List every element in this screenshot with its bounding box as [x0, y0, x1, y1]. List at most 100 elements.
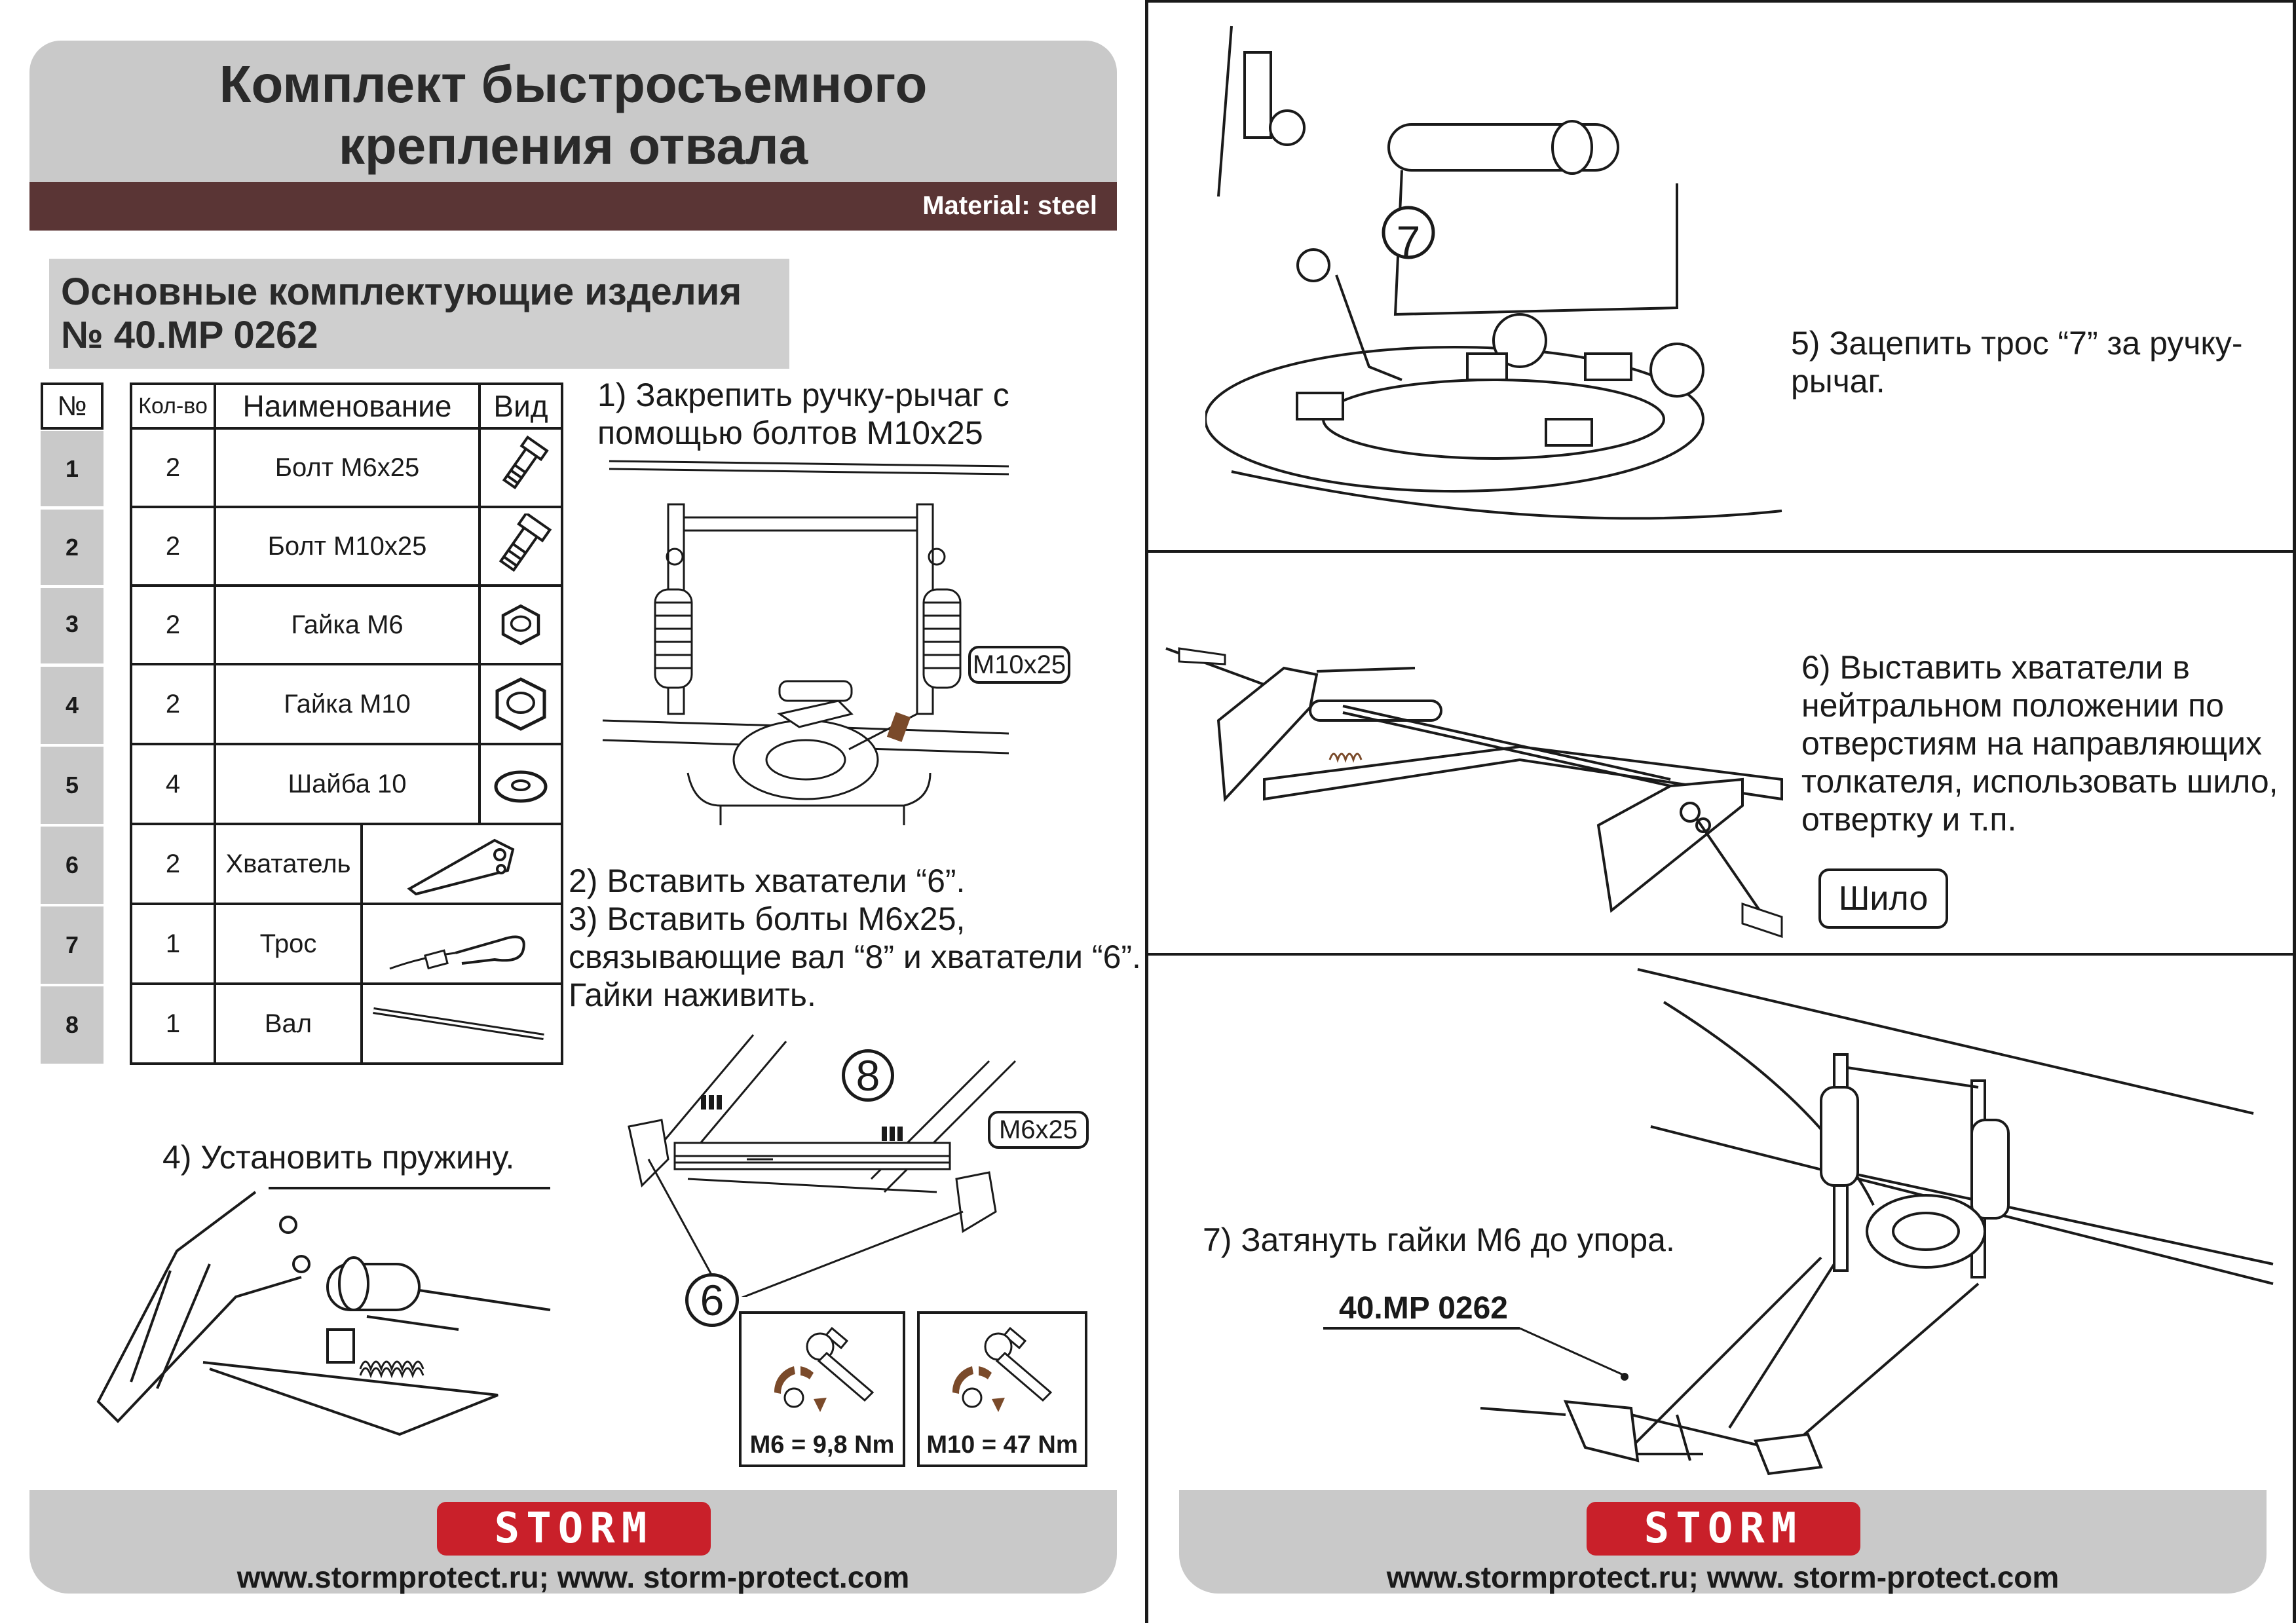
callout-part-8: 8: [842, 1049, 894, 1102]
torque-m10-label: М10 = 47 Nm: [926, 1431, 1078, 1459]
row-view-7: [360, 903, 563, 985]
row-qty-1: 2: [130, 427, 216, 508]
parts-title-line-2: № 40.MP 0262: [61, 314, 318, 356]
row-num-7: 7: [41, 906, 104, 984]
row-qty-5: 4: [130, 743, 216, 825]
right-divider-2: [1145, 953, 2296, 956]
row-num-6: 6: [41, 827, 104, 904]
parts-section-header: Основные комплектующие изделия № 40.MP 0…: [49, 259, 789, 369]
callout-awl: Шило: [1818, 868, 1948, 929]
step-5-text: 5) Зацепить трос “7” за ручку- рычаг.: [1791, 324, 2243, 400]
callout-part-7: 7: [1396, 217, 1421, 265]
wrench-icon: [774, 1326, 875, 1412]
step-5-line-1: 5) Зацепить трос “7” за ручку-: [1791, 325, 2243, 362]
step-3-line-3: Гайки наживить.: [569, 977, 816, 1013]
step-6-illustration: [1165, 647, 1783, 939]
row-view-2: [478, 506, 563, 587]
step-3-line-1: 3) Вставить болты М6х25,: [569, 901, 966, 937]
storm-logo: STORM: [1587, 1502, 1860, 1556]
step-3-text: 3) Вставить болты М6х25, связывающие вал…: [569, 900, 1141, 1014]
step-5-illustration: [1205, 26, 1782, 520]
row-num-4: 4: [41, 667, 104, 744]
footer-right: STORM www.stormprotect.ru; www. storm-pr…: [1179, 1490, 2267, 1594]
storm-logo: STORM: [437, 1502, 711, 1556]
nut-large-icon: [495, 677, 546, 731]
row-qty-8: 1: [130, 982, 216, 1065]
part-number-leader: [1323, 1327, 1628, 1381]
footer-urls: www.stormprotect.ru; www. storm-protect.…: [1386, 1560, 2060, 1594]
step-3-line-2: связывающие вал “8” и хвататели “6”.: [569, 939, 1141, 975]
torque-box-m10: М10 = 47 Nm: [917, 1311, 1087, 1467]
row-view-3: [478, 584, 563, 665]
torque-m6-label: М6 = 9,8 Nm: [749, 1431, 895, 1459]
row-qty-4: 2: [130, 663, 216, 745]
row-num-1: 1: [41, 431, 104, 506]
row-num-8: 8: [41, 986, 104, 1064]
page-divider-vertical: [1145, 0, 1148, 1623]
step-7-illustration: [1480, 968, 2274, 1476]
row-qty-2: 2: [130, 506, 216, 587]
row-name-7: Трос: [214, 903, 363, 985]
step-2-3-illustration: [628, 1034, 1017, 1297]
wrench-icon: [952, 1326, 1053, 1412]
row-name-1: Болт М6х25: [214, 427, 481, 508]
washer-icon: [494, 770, 548, 803]
callout-part-6: 6: [685, 1273, 739, 1327]
parts-title-line-1: Основные комплектующие изделия: [61, 270, 742, 313]
row-name-2: Болт М10х25: [214, 506, 481, 587]
step-6-line-4: толкателя, использовать шило,: [1801, 763, 2278, 800]
row-view-8: [360, 982, 563, 1065]
title-panel: Комплект быстросъемного крепления отвала: [29, 41, 1117, 183]
step-6-line-5: отвертку и т.п.: [1801, 801, 2017, 838]
row-qty-3: 2: [130, 584, 216, 665]
row-num-5: 5: [41, 747, 104, 824]
row-name-6: Хвататель: [214, 823, 363, 905]
row-name-5: Шайба 10: [214, 743, 481, 825]
row-qty-6: 2: [130, 823, 216, 905]
table-header-qty: Кол-во: [130, 382, 216, 430]
torque-box-m6: М6 = 9,8 Nm: [739, 1311, 905, 1467]
step-4-text: 4) Установить пружину.: [162, 1139, 515, 1176]
step-5-line-2: рычаг.: [1791, 363, 1885, 400]
step-6-line-2: нейтральном положении по: [1801, 687, 2225, 724]
step-1-line-1: 1) Закрепить ручку-рычаг с: [597, 377, 1009, 413]
row-view-1: [478, 427, 563, 508]
table-header-view: Вид: [478, 382, 563, 430]
step-6-text: 6) Выставить хвататели в нейтральном пол…: [1801, 648, 2278, 838]
step-1-illustration: [602, 460, 1009, 825]
bolt-icon: [502, 435, 549, 490]
title-line-2: крепления отвала: [338, 117, 808, 175]
gripper-icon: [407, 838, 515, 896]
step-7-text: 7) Затянуть гайки М6 до упора.: [1203, 1222, 1675, 1258]
shaft-icon: [373, 1007, 544, 1040]
row-qty-7: 1: [130, 903, 216, 985]
table-header-num: №: [41, 382, 104, 430]
parts-section-title: Основные комплектующие изделия № 40.MP 0…: [61, 270, 742, 357]
footer-left: STORM www.stormprotect.ru; www. storm-pr…: [29, 1490, 1117, 1594]
row-view-4: [478, 663, 563, 745]
step-1-line-2: помощью болтов М10х25: [597, 415, 983, 451]
table-header-name: Наименование: [214, 382, 481, 430]
footer-urls: www.stormprotect.ru; www. storm-protect.…: [236, 1560, 910, 1594]
bolt-large-icon: [499, 513, 552, 572]
step-6-line-1: 6) Выставить хвататели в: [1801, 649, 2190, 686]
step-6-line-3: отверстиям на направляющих: [1801, 725, 2263, 762]
row-name-8: Вал: [214, 982, 363, 1065]
row-num-2: 2: [41, 510, 104, 585]
right-divider-1: [1145, 550, 2296, 553]
step-1-text: 1) Закрепить ручку-рычаг с помощью болто…: [597, 376, 1009, 452]
material-bar: Material: steel: [29, 182, 1117, 231]
callout-m10x25: М10х25: [968, 646, 1070, 684]
row-view-5: [478, 743, 563, 825]
row-view-6: [360, 823, 563, 905]
cable-icon: [389, 935, 525, 970]
callout-m6x25: М6х25: [988, 1111, 1089, 1149]
right-frame-edge: [2293, 0, 2296, 1623]
row-name-3: Гайка М6: [214, 584, 481, 665]
title-line-1: Комплект быстросъемного: [219, 55, 928, 113]
part-number-label: 40.MP 0262: [1339, 1291, 1508, 1326]
material-label: Material: steel: [922, 191, 1097, 220]
step-4-illustration: [96, 1187, 551, 1436]
step-2-text: 2) Вставить хвататели “6”.: [569, 863, 966, 899]
nut-icon: [501, 604, 540, 646]
